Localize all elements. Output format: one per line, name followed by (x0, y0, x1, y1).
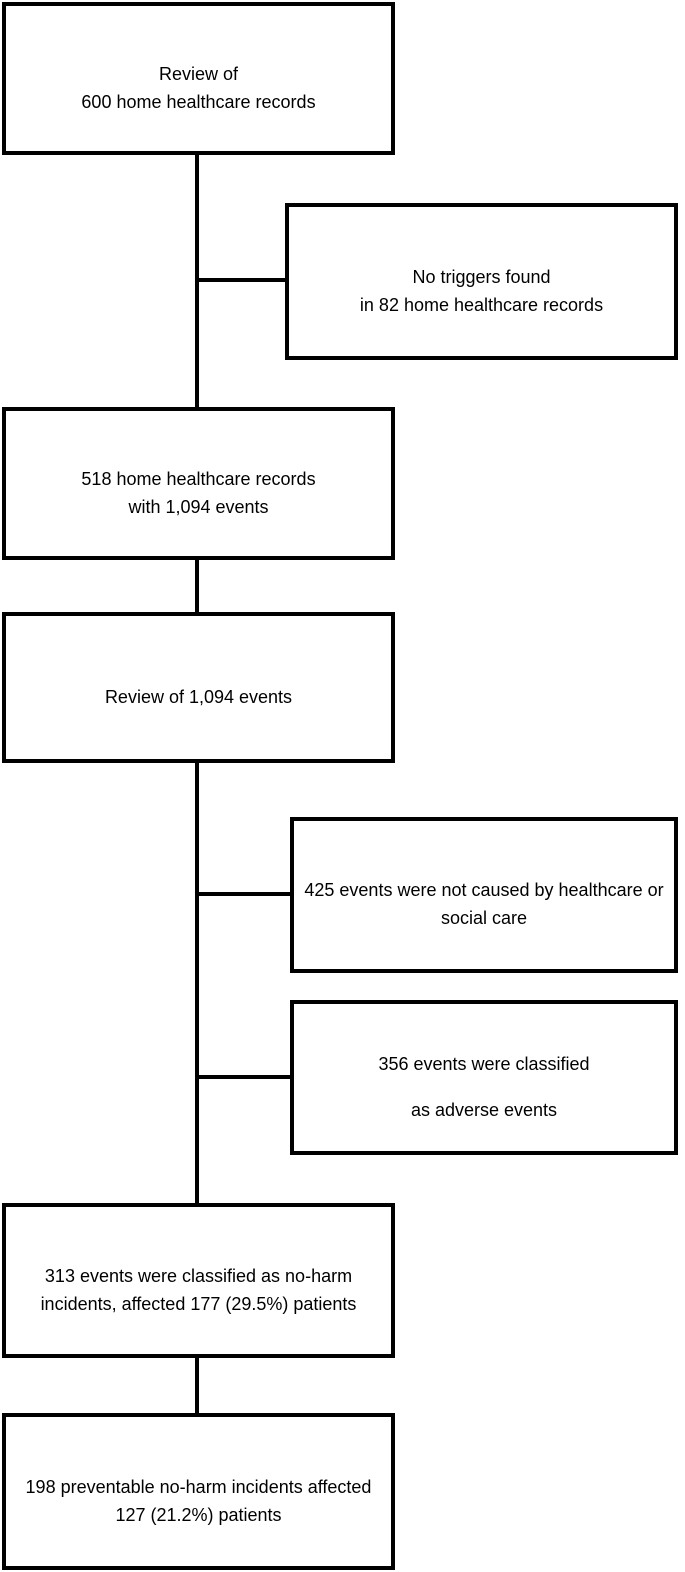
connector-branch-not-caused (195, 892, 290, 896)
box-text-line: 198 preventable no-harm incidents affect… (25, 1476, 372, 1497)
box-text-line: Review of (158, 63, 239, 84)
box-text: 425 events were not caused by healthcare… (294, 876, 674, 932)
flow-box-518-records: 518 home healthcare records with 1,094 e… (2, 407, 395, 560)
box-text-line: 127 (21.2%) patients (115, 1504, 282, 1525)
box-text-line: 313 events were classified as no-harm (44, 1265, 353, 1286)
flow-box-no-triggers-found: No triggers found in 82 home healthcare … (285, 203, 678, 360)
flow-box-313-no-harm-incidents: 313 events were classified as no-harm in… (2, 1203, 395, 1358)
flow-box-198-preventable-incidents: 198 preventable no-harm incidents affect… (2, 1413, 395, 1570)
box-text: 518 home healthcare records with 1,094 e… (6, 465, 391, 521)
flow-box-356-adverse-events: 356 events were classified as adverse ev… (290, 1000, 678, 1155)
box-text: No triggers found in 82 home healthcare … (289, 263, 674, 319)
box-text-line: Review of 1,094 events (104, 686, 293, 707)
box-text-line: incidents, affected 177 (29.5%) patients (40, 1293, 357, 1314)
box-text-line: social care (440, 908, 528, 928)
connector-trunk-reviewevents-to-noharm (195, 763, 199, 1203)
box-text-line: 600 home healthcare records (81, 91, 316, 112)
connector-branch-no-triggers (195, 278, 285, 282)
flow-box-review-600-records: Review of 600 home healthcare records (2, 2, 395, 155)
box-text: 313 events were classified as no-harm in… (6, 1262, 391, 1318)
box-text-line: 425 events were not caused by healthcare… (304, 880, 664, 900)
box-text-line: No triggers found (412, 266, 551, 287)
box-text: 198 preventable no-harm incidents affect… (6, 1473, 391, 1529)
box-text-line: in 82 home healthcare records (359, 294, 604, 315)
connector-trunk-noharm-to-preventable (195, 1358, 199, 1413)
box-text-line: 518 home healthcare records (81, 468, 316, 489)
flow-box-review-1094-events: Review of 1,094 events (2, 612, 395, 763)
box-text-line: 356 events were classified (378, 1053, 590, 1074)
box-text-line: as adverse events (410, 1099, 558, 1120)
box-text-line: with 1,094 events (128, 496, 269, 517)
connector-branch-adverse (195, 1075, 290, 1079)
connector-trunk-records518-to-reviewevents (195, 560, 199, 612)
flow-box-425-not-caused: 425 events were not caused by healthcare… (290, 817, 678, 973)
box-text: Review of 600 home healthcare records (6, 60, 391, 116)
box-text: Review of 1,094 events (6, 683, 391, 711)
box-text: 356 events were classified as adverse ev… (294, 1041, 674, 1133)
